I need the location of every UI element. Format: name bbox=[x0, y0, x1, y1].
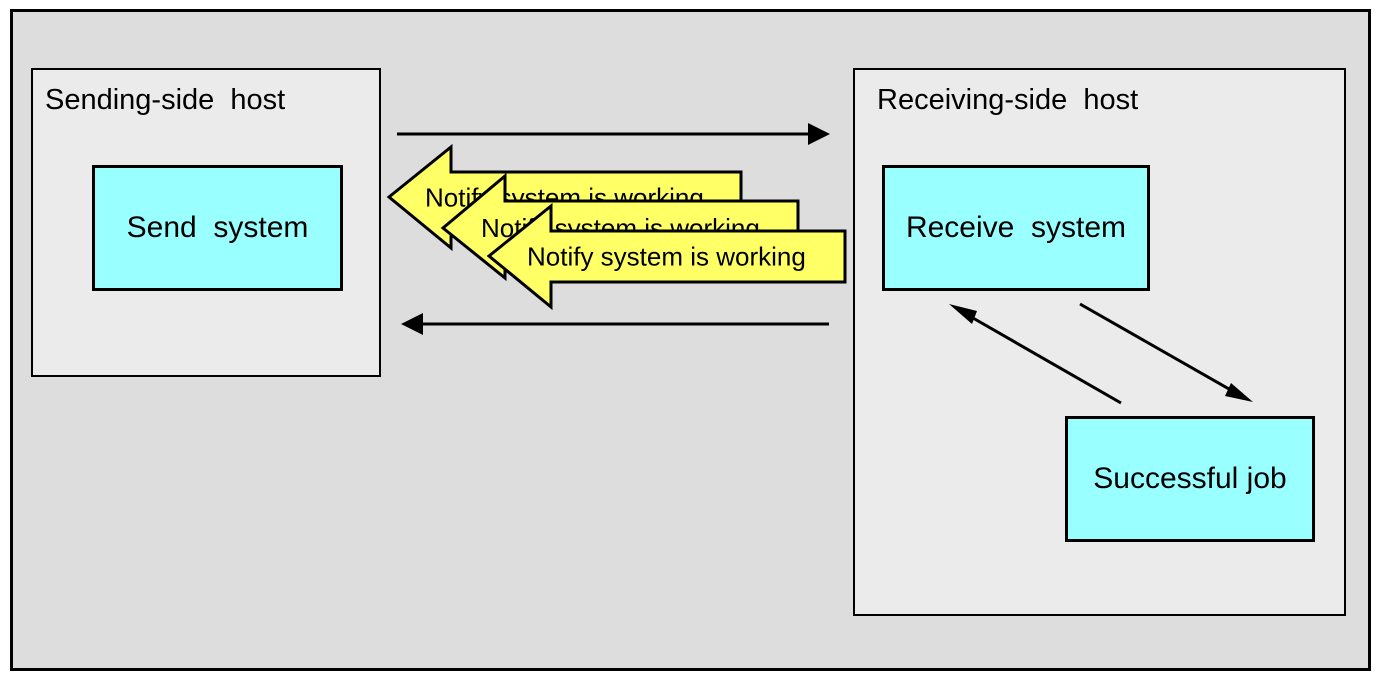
request-arrow bbox=[397, 123, 830, 145]
successful-job-box: Successful job bbox=[1065, 416, 1315, 542]
receiving-host-label: Receiving-side host bbox=[877, 84, 1139, 116]
receive-system-box: Receive system bbox=[882, 165, 1150, 291]
job-result-arrow bbox=[949, 304, 1122, 405]
notify-arrow-3: Notify system is working bbox=[486, 202, 847, 311]
response-arrow bbox=[401, 313, 829, 335]
notify-arrow-label: Notify system is working bbox=[527, 242, 806, 272]
sending-host-label: Sending-side host bbox=[45, 84, 286, 116]
dispatch-job-arrow bbox=[1079, 302, 1253, 402]
notify-arrow-shape bbox=[486, 202, 847, 311]
send-system-box: Send system bbox=[92, 165, 343, 291]
